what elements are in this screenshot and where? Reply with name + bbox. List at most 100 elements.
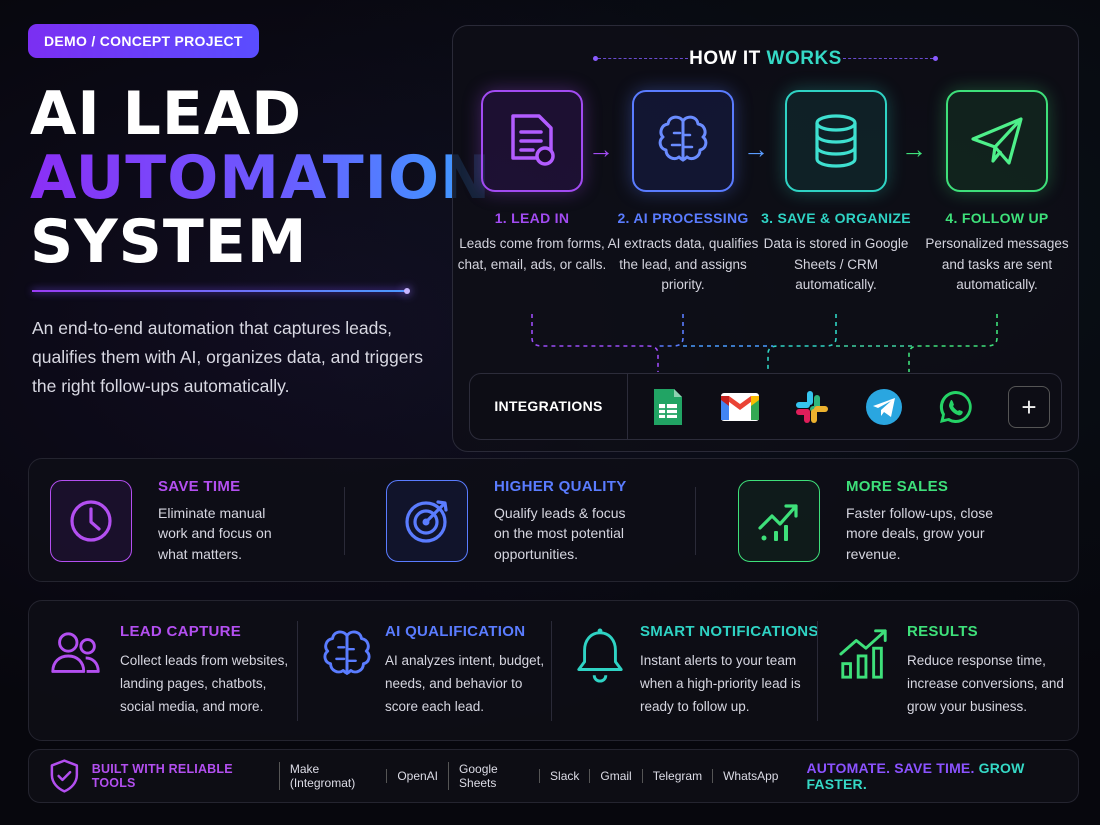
feature-4-desc: Reduce response time, increase conversio…: [907, 653, 1064, 714]
benefit-2-title: HIGHER QUALITY: [494, 477, 627, 495]
tool-item: Gmail: [589, 769, 641, 783]
tools-list: Make (Integromat) OpenAI Google Sheets S…: [278, 762, 789, 790]
benefit-separator: [695, 487, 696, 555]
arrow-1-icon: →: [588, 134, 614, 164]
tool-item: OpenAI: [386, 769, 448, 783]
tool-item: WhatsApp: [712, 769, 788, 783]
benefit-higher-quality: HIGHER QUALITY Qualify leads & focus on …: [386, 459, 644, 583]
whatsapp-icon[interactable]: [936, 387, 976, 427]
growth-chart-icon: [758, 504, 798, 541]
benefit-2-box: [386, 480, 468, 562]
step-1-name: 1. LEAD IN: [494, 210, 570, 226]
tagline: AUTOMATE. SAVE TIME. GROW FASTER.: [806, 760, 1078, 792]
step-3-box: [785, 90, 887, 192]
how-title-part-b: WORKS: [766, 48, 842, 69]
title-dot-right: [933, 56, 938, 61]
shield-check-icon: [50, 759, 79, 793]
brain-icon: [658, 115, 708, 162]
tool-item: Google Sheets: [448, 762, 539, 790]
benefit-1-text: SAVE TIME Eliminate manual work and focu…: [158, 478, 298, 565]
integrations-list: +: [628, 385, 1050, 428]
step-1-box: [481, 90, 583, 192]
how-title-part-a: HOW IT: [689, 48, 761, 69]
demo-badge: DEMO / CONCEPT PROJECT: [28, 24, 259, 58]
slack-icon[interactable]: [792, 387, 832, 427]
bell-icon: [577, 628, 623, 683]
how-it-works-panel: HOW IT WORKS 1. LEAD IN Leads come from …: [452, 25, 1079, 452]
feature-1-title: LEAD CAPTURE: [120, 623, 242, 640]
step-2-box: [632, 90, 734, 192]
arrow-2-icon: →: [743, 134, 769, 164]
feature-results: RESULTS Reduce response time, increase c…: [837, 623, 1067, 718]
arrow-3-icon: →: [901, 134, 927, 164]
feature-4-text: RESULTS Reduce response time, increase c…: [907, 623, 1067, 718]
benefit-3-box: [738, 480, 820, 562]
feature-smart-notifications: SMART NOTIFICATIONS Instant alerts to yo…: [573, 623, 819, 718]
benefit-save-time: SAVE TIME Eliminate manual work and focu…: [50, 459, 298, 583]
feature-separator: [551, 621, 552, 721]
step-2-desc: AI extracts data, qualifies the lead, an…: [607, 236, 759, 292]
benefit-3-text: MORE SALES Faster follow-ups, close more…: [846, 478, 996, 565]
feature-2-title: AI QUALIFICATION: [385, 623, 526, 640]
plus-icon[interactable]: +: [1008, 385, 1050, 428]
benefit-more-sales: MORE SALES Faster follow-ups, close more…: [738, 459, 996, 583]
benefit-2-desc: Qualify leads & focus on the most potent…: [494, 504, 626, 562]
feature-1-text: LEAD CAPTURE Collect leads from websites…: [120, 623, 290, 718]
integrations-bar: INTEGRATIONS +: [469, 373, 1062, 440]
tagline-part-b: GROW FASTER.: [806, 760, 1025, 792]
google-sheets-icon[interactable]: [648, 387, 688, 427]
step-4-desc: Personalized messages and tasks are sent…: [925, 236, 1069, 292]
feature-2-text: AI QUALIFICATION AI analyzes intent, bud…: [385, 623, 545, 718]
benefits-panel: SAVE TIME Eliminate manual work and focu…: [28, 458, 1079, 582]
step-1-desc: Leads come from forms, chat, email, ads,…: [457, 236, 607, 272]
feature-separator: [817, 621, 818, 721]
feature-4-title: RESULTS: [907, 623, 978, 640]
tool-item: Slack: [539, 769, 589, 783]
step-ai-processing: 2. AI PROCESSING AI extracts data, quali…: [604, 90, 762, 296]
target-icon: [405, 500, 448, 543]
title-dash-right: [843, 58, 933, 59]
feature-3-text: SMART NOTIFICATIONS Instant alerts to yo…: [640, 623, 819, 718]
benefit-separator: [344, 487, 345, 555]
hero-title: AI LEAD AUTOMATION SYSTEM: [30, 82, 491, 274]
footer-label: BUILT WITH RELIABLE TOOLS: [91, 762, 233, 790]
benefit-1-desc: Eliminate manual work and focus on what …: [158, 504, 272, 562]
telegram-icon[interactable]: [864, 387, 904, 427]
gmail-icon[interactable]: [720, 387, 760, 427]
document-icon: [511, 114, 555, 166]
hero-divider: [32, 288, 410, 294]
hero-title-line2: AUTOMATION: [30, 143, 492, 213]
tool-item: Make (Integromat): [278, 762, 386, 790]
footer-bar: BUILT WITH RELIABLE TOOLS Make (Integrom…: [28, 749, 1079, 803]
feature-1-desc: Collect leads from websites, landing pag…: [120, 653, 289, 714]
integrations-label: INTEGRATIONS: [470, 373, 628, 440]
hero-title-line3: SYSTEM: [30, 207, 308, 277]
hero-description: An end-to-end automation that captures l…: [32, 318, 424, 396]
step-follow-up: 4. FOLLOW UP Personalized messages and t…: [918, 90, 1076, 296]
feature-lead-capture: LEAD CAPTURE Collect leads from websites…: [47, 623, 290, 718]
bar-chart-icon: [839, 629, 887, 679]
title-dot-left: [593, 56, 598, 61]
users-icon: [51, 632, 100, 673]
feature-3-desc: Instant alerts to your team when a high-…: [640, 653, 801, 714]
benefit-3-title: MORE SALES: [846, 477, 949, 495]
step-connectors: [531, 314, 998, 372]
feature-3-title: SMART NOTIFICATIONS: [640, 623, 819, 640]
brain-icon: [323, 630, 371, 675]
how-it-works-title: HOW IT WORKS: [453, 48, 1078, 70]
database-icon: [815, 114, 857, 168]
hero-title-line1: AI LEAD: [30, 79, 303, 149]
step-lead-in: 1. LEAD IN Leads come from forms, chat, …: [453, 90, 611, 275]
step-save-organize: 3. SAVE & ORGANIZE Data is stored in Goo…: [757, 90, 915, 296]
step-3-desc: Data is stored in Google Sheets / CRM au…: [763, 236, 909, 292]
step-4-box: [946, 90, 1048, 192]
step-2-name: 2. AI PROCESSING: [617, 210, 749, 226]
step-4-name: 4. FOLLOW UP: [945, 210, 1049, 226]
tagline-part-a: AUTOMATE. SAVE TIME.: [806, 760, 975, 776]
feature-2-desc: AI analyzes intent, budget, needs, and b…: [385, 653, 545, 714]
benefit-1-title: SAVE TIME: [158, 477, 241, 495]
benefit-3-desc: Faster follow-ups, close more deals, gro…: [846, 504, 994, 562]
step-3-name: 3. SAVE & ORGANIZE: [761, 210, 911, 226]
send-icon: [971, 117, 1023, 165]
benefit-1-box: [50, 480, 132, 562]
